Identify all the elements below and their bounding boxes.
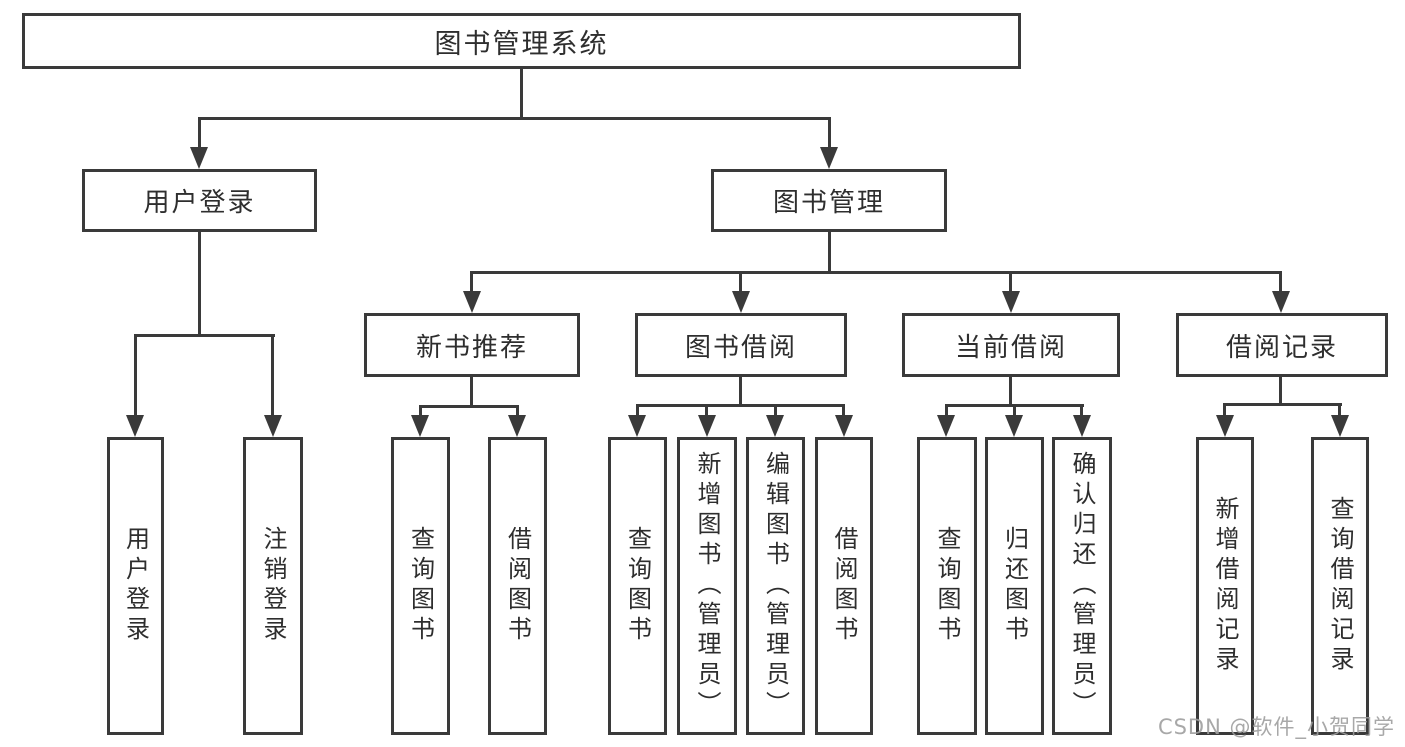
arrowhead bbox=[732, 291, 750, 313]
node-label: 图书管理 bbox=[772, 188, 885, 218]
node-leaf-confirm-return-admin: 确认归还（管理员） bbox=[1052, 437, 1112, 735]
arrowhead bbox=[628, 415, 646, 437]
connector-line bbox=[419, 405, 519, 408]
connector-line bbox=[419, 405, 422, 417]
node-leaf-query-books-current: 查询图书 bbox=[917, 437, 977, 735]
connector-line bbox=[705, 404, 708, 417]
node-leaf-query-borrow-record: 查询借阅记录 bbox=[1311, 437, 1369, 735]
node-book-management: 图书管理 bbox=[711, 169, 947, 232]
node-leaf-query-books-recommend: 查询图书 bbox=[391, 437, 450, 735]
connector-line bbox=[520, 69, 523, 117]
connector-line bbox=[842, 404, 845, 417]
node-user-login: 用户登录 bbox=[82, 169, 317, 232]
connector-line bbox=[1009, 377, 1012, 407]
connector-line bbox=[828, 232, 831, 274]
arrowhead bbox=[1216, 415, 1234, 437]
watermark: CSDN @软件_小贺同学 bbox=[1157, 715, 1395, 739]
arrowhead bbox=[264, 415, 282, 437]
connector-line bbox=[774, 404, 777, 417]
arrowhead bbox=[698, 415, 716, 437]
node-label: 借阅记录 bbox=[1225, 332, 1338, 363]
arrowhead bbox=[766, 415, 784, 437]
arrowhead bbox=[1002, 291, 1020, 313]
connector-line bbox=[1013, 404, 1016, 417]
node-label: 借阅图书 bbox=[503, 526, 532, 646]
node-label: 用户登录 bbox=[143, 188, 256, 218]
arrowhead bbox=[411, 415, 429, 437]
connector-line bbox=[198, 117, 201, 148]
connector-line bbox=[1279, 271, 1282, 293]
node-borrowing-records: 借阅记录 bbox=[1176, 313, 1388, 377]
node-label: 查询图书 bbox=[406, 526, 435, 646]
node-leaf-logout: 注销登录 bbox=[243, 437, 303, 735]
connector-line bbox=[471, 271, 1281, 274]
node-label: 查询图书 bbox=[623, 526, 652, 646]
connector-line bbox=[1223, 403, 1342, 406]
node-leaf-add-books-admin: 新增图书（管理员） bbox=[677, 437, 737, 735]
connector-line bbox=[198, 232, 201, 334]
node-label: 图书管理系统 bbox=[434, 28, 609, 60]
arrowhead bbox=[937, 415, 955, 437]
node-new-book-recommend: 新书推荐 bbox=[364, 313, 580, 377]
arrowhead bbox=[1272, 291, 1290, 313]
arrowhead bbox=[508, 415, 526, 437]
connector-line bbox=[470, 377, 473, 408]
arrowhead bbox=[1073, 415, 1091, 437]
arrowhead bbox=[126, 415, 144, 437]
arrowhead bbox=[835, 415, 853, 437]
arrowhead bbox=[1005, 415, 1023, 437]
node-leaf-edit-books-admin: 编辑图书（管理员） bbox=[746, 437, 805, 735]
node-leaf-user-login: 用户登录 bbox=[107, 437, 164, 735]
connector-line bbox=[271, 334, 274, 417]
node-label: 确认归还（管理员） bbox=[1068, 451, 1096, 721]
connector-line bbox=[134, 334, 275, 337]
connector-line bbox=[1223, 403, 1226, 417]
connector-line bbox=[1338, 403, 1341, 417]
connector-line bbox=[516, 405, 519, 417]
connector-line bbox=[1080, 404, 1083, 417]
node-leaf-borrow-books-recommend: 借阅图书 bbox=[488, 437, 547, 735]
connector-line bbox=[636, 404, 845, 407]
node-current-borrowing: 当前借阅 bbox=[902, 313, 1120, 377]
node-leaf-borrow-books: 借阅图书 bbox=[815, 437, 873, 735]
arrowhead bbox=[190, 147, 208, 169]
node-leaf-add-borrow-record: 新增借阅记录 bbox=[1196, 437, 1254, 735]
node-book-borrowing: 图书借阅 bbox=[635, 313, 847, 377]
connector-line bbox=[945, 404, 948, 417]
arrowhead bbox=[1331, 415, 1349, 437]
node-label: 用户登录 bbox=[121, 526, 150, 646]
connector-line bbox=[470, 271, 473, 293]
node-leaf-query-books-borrowing: 查询图书 bbox=[608, 437, 667, 735]
node-label: 新书推荐 bbox=[415, 332, 528, 363]
node-leaf-return-books: 归还图书 bbox=[985, 437, 1044, 735]
connector-line bbox=[828, 117, 831, 148]
connector-line bbox=[636, 404, 639, 417]
node-library-management-system: 图书管理系统 bbox=[22, 13, 1021, 69]
node-label: 当前借阅 bbox=[954, 332, 1067, 363]
connector-line bbox=[134, 334, 137, 417]
node-label: 新增借阅记录 bbox=[1211, 496, 1239, 676]
node-label: 新增图书（管理员） bbox=[693, 451, 721, 721]
connector-line bbox=[739, 271, 742, 293]
connector-line bbox=[1009, 271, 1012, 293]
node-label: 查询图书 bbox=[933, 526, 961, 646]
connector-line bbox=[739, 377, 742, 407]
connector-line bbox=[198, 117, 831, 120]
node-label: 编辑图书（管理员） bbox=[761, 451, 790, 721]
node-label: 图书借阅 bbox=[684, 332, 797, 363]
node-label: 查询借阅记录 bbox=[1326, 496, 1354, 676]
node-label: 注销登录 bbox=[259, 526, 287, 646]
node-label: 归还图书 bbox=[1000, 526, 1029, 646]
arrowhead bbox=[463, 291, 481, 313]
node-label: 借阅图书 bbox=[830, 526, 858, 646]
connector-line bbox=[1279, 377, 1282, 406]
arrowhead bbox=[820, 147, 838, 169]
